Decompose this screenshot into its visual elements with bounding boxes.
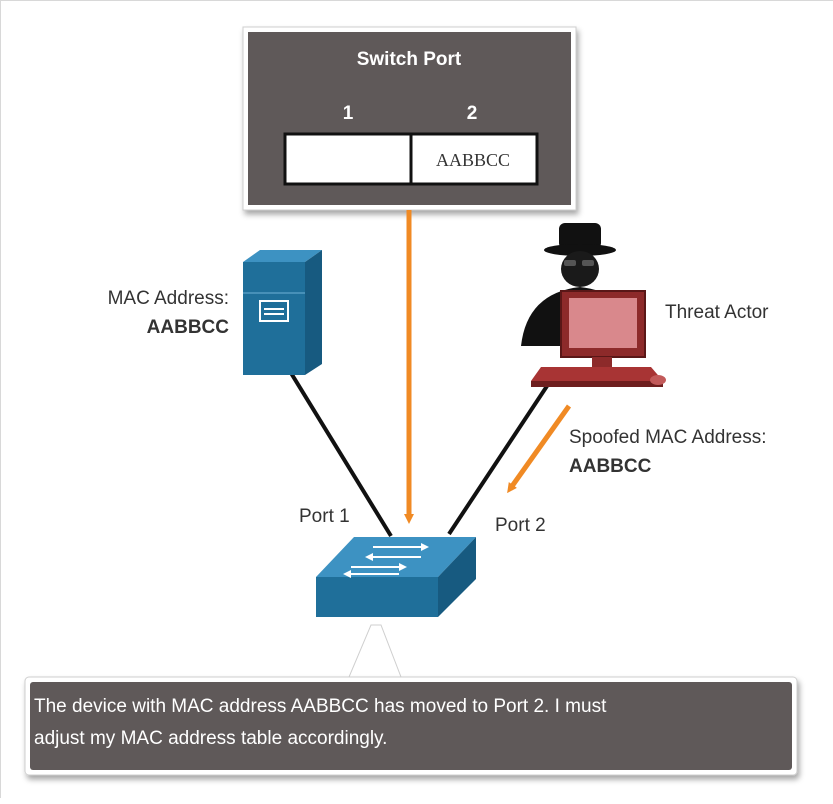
switch-port-panel: Switch Port 1 2 AABBCC — [242, 26, 577, 211]
link-threat-switch — [447, 381, 551, 536]
message-box: The device with MAC address AABBCC has m… — [24, 676, 798, 776]
threat-actor-icon — [521, 223, 666, 387]
server-icon — [243, 250, 322, 375]
server-mac-value: AABBCC — [147, 317, 230, 338]
port-2-cell: AABBCC — [436, 150, 510, 170]
message-line-2: adjust my MAC address table accordingly. — [34, 728, 387, 749]
switch-port-title: Switch Port — [357, 49, 462, 70]
speech-tail — [348, 624, 402, 678]
link-server-switch — [289, 371, 393, 538]
spoofed-mac-value: AABBCC — [569, 456, 652, 477]
switch-icon — [316, 537, 476, 617]
server-mac-label: MAC Address: — [108, 288, 229, 309]
port-1-header: 1 — [343, 103, 354, 124]
port-2-label: Port 2 — [495, 515, 546, 536]
spoof-arrow — [507, 404, 572, 494]
message-line-1: The device with MAC address AABBCC has m… — [34, 696, 607, 717]
threat-actor-label: Threat Actor — [665, 302, 769, 323]
port-2-header: 2 — [467, 103, 478, 124]
port-1-label: Port 1 — [299, 506, 350, 527]
spoofed-mac-label: Spoofed MAC Address: — [569, 427, 767, 448]
